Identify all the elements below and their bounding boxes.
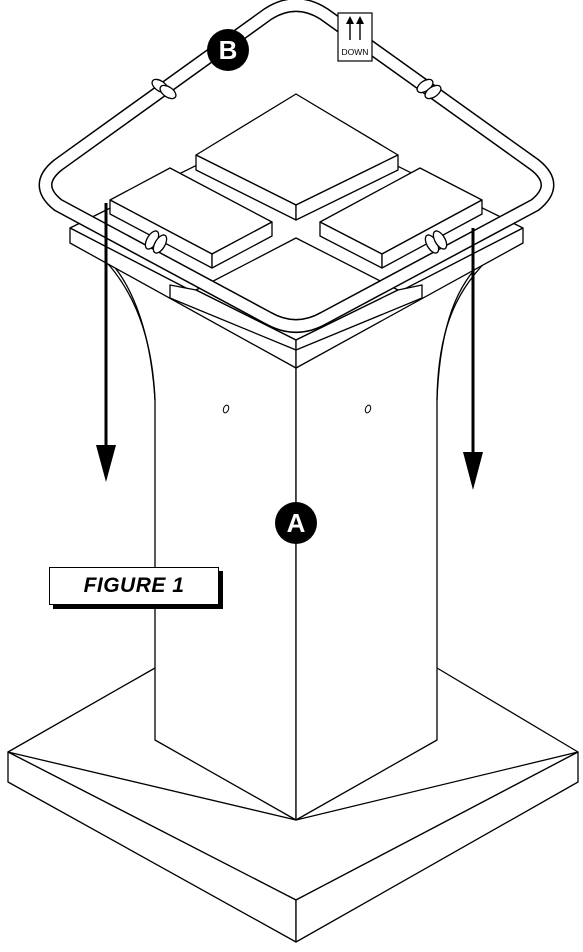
down-label-box (337, 12, 373, 62)
screw-hole-right (364, 404, 372, 414)
block-right-side2 (381, 199, 483, 269)
tube-joint-front-right (424, 230, 448, 254)
down-label-text: DOWN (342, 47, 369, 57)
figure-label: FIGURE 1 (83, 574, 185, 597)
block-left-side2 (211, 221, 273, 269)
callout-a-circle (275, 502, 317, 544)
tube-joint-back-left (151, 78, 177, 100)
tube-joint-back-right (416, 78, 442, 100)
handle-frame (38, 0, 555, 333)
callout-a: A (275, 502, 317, 544)
down-arrow-left (96, 203, 116, 482)
callout-b-circle (207, 29, 249, 71)
down-arrow-right (463, 228, 483, 490)
handle-tube-fill (40, 0, 553, 332)
double-up-arrow-icon (346, 16, 364, 40)
foam-blocks (109, 93, 483, 351)
screw-hole-left (222, 404, 230, 414)
callout-b-label: B (219, 35, 238, 65)
tube-joint-front-left (144, 230, 168, 254)
block-front-side2 (295, 284, 423, 351)
block-back-side2 (295, 154, 399, 221)
callout-b: B (207, 29, 249, 71)
figure-label-box: FIGURE 1 (49, 567, 219, 605)
callout-a-label: A (287, 508, 306, 538)
down-orientation-label: DOWN (337, 12, 373, 62)
base-right-side (295, 751, 579, 943)
